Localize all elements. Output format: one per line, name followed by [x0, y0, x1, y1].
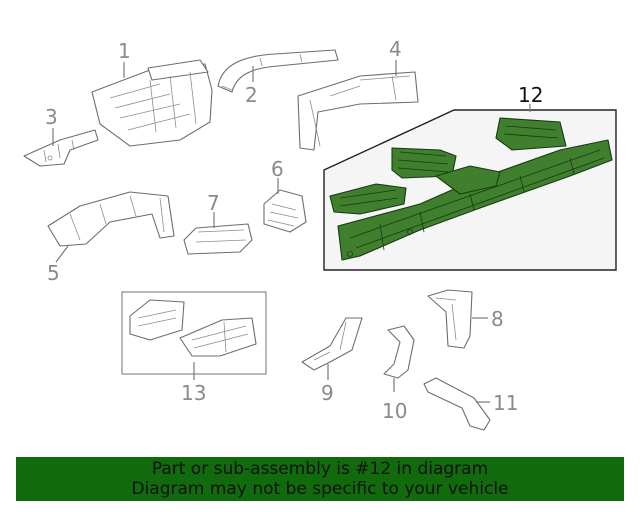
label-13: 13 [181, 381, 206, 405]
label-5: 5 [47, 261, 60, 285]
part-5-lower-duct[interactable] [47, 191, 175, 247]
part-8-bracket-duct[interactable] [427, 289, 473, 349]
leader-5 [55, 245, 69, 263]
label-8: 8 [491, 307, 504, 331]
banner-line-1: Part or sub-assembly is #12 in diagram [151, 459, 489, 479]
parts-diagram: 1 2 3 4 5 6 7 [23, 37, 617, 431]
part-10-curved-tube[interactable] [383, 325, 415, 379]
part-9-lower-duct[interactable] [301, 317, 363, 371]
label-4: 4 [389, 37, 402, 61]
label-1: 1 [118, 39, 131, 63]
part-6-small-vent[interactable] [263, 189, 307, 233]
label-3: 3 [45, 105, 58, 129]
part-3-small-duct[interactable] [23, 129, 99, 167]
label-7: 7 [207, 191, 220, 215]
banner-line-2: Diagram may not be specific to your vehi… [131, 479, 509, 499]
label-10: 10 [382, 399, 407, 423]
label-6: 6 [271, 157, 284, 181]
label-2: 2 [245, 83, 258, 107]
part-2-curved-duct[interactable] [217, 49, 339, 93]
part-13-group[interactable] [121, 291, 267, 375]
label-12: 12 [518, 83, 543, 107]
part-4-side-duct[interactable] [297, 71, 419, 151]
part-11-angled-tube[interactable] [423, 377, 491, 431]
part-1-center-duct[interactable] [91, 59, 213, 147]
notice-banner: Part or sub-assembly is #12 in diagram D… [16, 457, 624, 501]
label-9: 9 [321, 381, 334, 405]
label-11: 11 [493, 391, 518, 415]
part-12-group[interactable] [323, 109, 617, 271]
part-7-rect-vent[interactable] [183, 223, 253, 255]
